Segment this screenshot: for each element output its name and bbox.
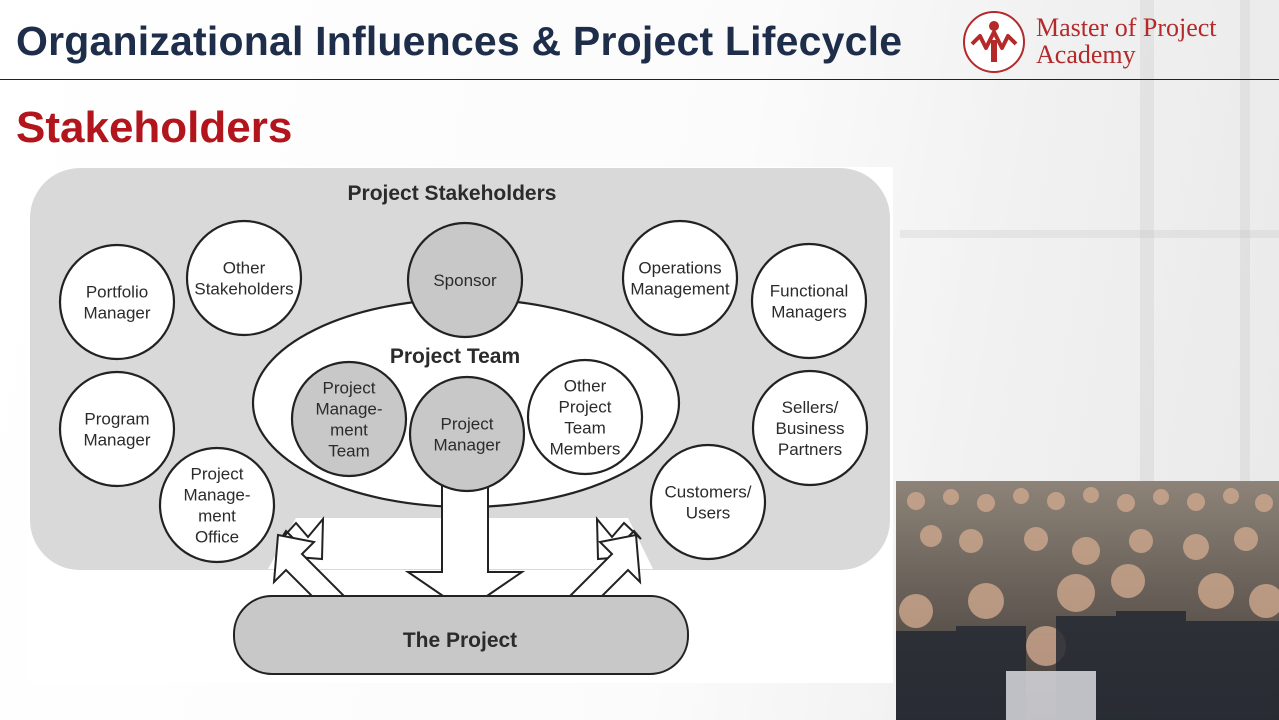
project-manager-label: Manager (433, 436, 500, 455)
program-manager-label: Program (84, 410, 149, 429)
project-management-team-label: Project (323, 379, 376, 398)
other-project-team-members-label: Project (559, 398, 612, 417)
portfolio-manager-circle (58, 243, 176, 361)
logo-line-2: Academy (1036, 40, 1136, 69)
sellers-business-partners-label: Sellers/ (782, 398, 839, 417)
sponsor-node: Sponsor (406, 221, 524, 339)
slide-title: Organizational Influences & Project Life… (16, 18, 903, 64)
operations-management-label: Operations (638, 259, 721, 278)
sellers-business-partners-label: Partners (778, 440, 842, 459)
sponsor-label: Sponsor (433, 271, 497, 290)
crowd-image (896, 481, 1279, 720)
project-team-title: Project Team (390, 345, 520, 368)
portfolio-manager-label: Portfolio (86, 283, 148, 302)
other-stakeholders-circle (185, 219, 303, 337)
program-manager-circle (58, 370, 176, 488)
diagram-title: Project Stakeholders (348, 182, 557, 205)
other-stakeholders-label: Other (223, 259, 266, 278)
project-management-office-label: Office (195, 528, 239, 547)
header-divider (0, 79, 1279, 80)
operations-management-label: Management (630, 280, 730, 299)
section-title: Stakeholders (16, 103, 293, 152)
other-project-team-members-circle (526, 358, 644, 476)
project-manager-label: Project (441, 415, 494, 434)
stakeholder-diagram-svg: Project Stakeholders Project Team The Pr… (30, 168, 890, 675)
logo-emblem-icon (963, 11, 1025, 73)
down-arrow-icon (404, 478, 526, 613)
other-stakeholders-label: Stakeholders (194, 280, 293, 299)
program-manager-label: Manager (83, 431, 150, 450)
project-management-team-label: Team (328, 442, 370, 461)
company-logo (962, 10, 1262, 74)
logo-text: Master of Project Academy (1036, 14, 1217, 68)
customers-users-node: Customers/Users (649, 443, 767, 561)
project-management-office-label: Manage- (183, 486, 250, 505)
the-project-box (233, 595, 689, 675)
sellers-business-partners-circle (751, 369, 869, 487)
project-management-office-circle (158, 446, 276, 564)
customers-users-label: Customers/ (665, 483, 752, 502)
customers-users-label: Users (686, 504, 730, 523)
sellers-business-partners-label: Business (776, 419, 845, 438)
customers-users-circle (649, 443, 767, 561)
the-project-label: The Project (403, 629, 517, 652)
other-project-team-members-label: Members (550, 440, 621, 459)
operations-management-circle (621, 219, 739, 337)
functional-managers-label: Managers (771, 303, 847, 322)
project-management-team-circle (290, 360, 408, 478)
other-project-team-members-label: Other (564, 377, 607, 396)
crowd-photo (896, 481, 1279, 720)
stakeholder-diagram: Project Stakeholders Project Team The Pr… (28, 167, 893, 683)
project-management-office-label: Project (191, 465, 244, 484)
slide-header: Organizational Influences & Project Life… (0, 0, 1279, 80)
project-management-office-label: ment (198, 507, 236, 526)
project-management-team-label: ment (330, 421, 368, 440)
sponsor-circle (406, 221, 524, 339)
portfolio-manager-label: Manager (83, 304, 150, 323)
functional-managers-circle (750, 242, 868, 360)
project-manager-circle (408, 375, 526, 493)
logo-line-1: Master of Project (1036, 13, 1217, 42)
project-management-team-label: Manage- (315, 400, 382, 419)
functional-managers-label: Functional (770, 282, 848, 301)
other-project-team-members-label: Team (564, 419, 606, 438)
